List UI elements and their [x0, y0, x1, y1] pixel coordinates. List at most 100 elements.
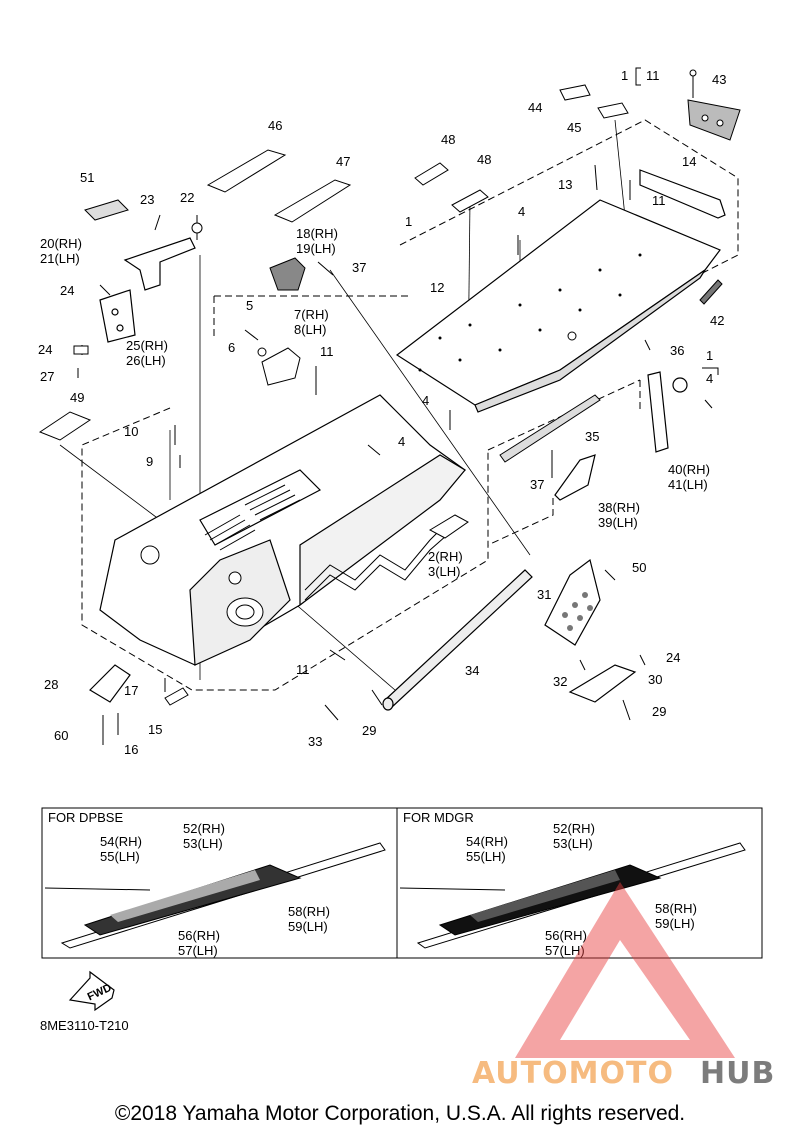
callout-20: 20(RH) — [40, 236, 82, 251]
callout-5: 5 — [246, 298, 253, 313]
callout-6: 6 — [228, 340, 235, 355]
part-28 — [89, 664, 131, 703]
callout-4: 4 — [518, 204, 525, 219]
footrest-31 — [544, 558, 601, 646]
callout-36: 36 — [670, 343, 684, 358]
callout-1: 1 — [706, 348, 713, 363]
label-55: 55(LH) — [100, 849, 140, 864]
label-54: 54(RH) — [100, 834, 142, 849]
watermark-logo: AUTOMOTO HUB — [472, 882, 775, 1091]
callout-30: 30 — [648, 672, 662, 687]
callout-labels: 1 11 43 44 45 46 47 48 48 51 23 22 20(RH… — [38, 68, 726, 757]
callout-47: 47 — [336, 154, 350, 169]
label-59: 59(LH) — [655, 916, 695, 931]
label-56: 56(RH) — [178, 928, 220, 943]
tube-34 — [382, 569, 533, 711]
callout-35: 35 — [585, 429, 599, 444]
group-brackets — [635, 67, 719, 375]
label-53: 53(LH) — [553, 836, 593, 851]
sticker-44 — [559, 84, 591, 101]
label-56: 56(RH) — [545, 928, 587, 943]
box-title-mdgr: FOR MDGR — [403, 810, 474, 825]
callout-11: 11 — [296, 662, 310, 677]
callout-40: 40(RH) — [668, 462, 710, 477]
callout-1: 1 — [621, 68, 628, 83]
callout-24: 24 — [38, 342, 52, 357]
callout-25: 25(RH) — [126, 338, 168, 353]
label-58: 58(RH) — [288, 904, 330, 919]
tunnel-chassis — [99, 394, 466, 666]
callout-28: 28 — [44, 677, 58, 692]
part-7-8 — [261, 347, 301, 386]
callout-33: 29 — [362, 723, 376, 738]
pad-48a — [414, 162, 449, 186]
bracket-20-21 — [123, 237, 196, 291]
callout-13: 13 — [558, 177, 572, 192]
label-55: 55(LH) — [466, 849, 506, 864]
part-51 — [84, 199, 129, 221]
label-54: 54(RH) — [466, 834, 508, 849]
watermark-text-hub: HUB — [700, 1056, 775, 1091]
callout-26: 26(LH) — [126, 353, 166, 368]
callout-17: 17 — [124, 683, 138, 698]
callout-27: 27 — [40, 369, 54, 384]
callout-60: 16 — [124, 742, 138, 757]
callout-7: 7(RH) — [294, 307, 329, 322]
diagram-code: 8ME3110-T210 — [40, 1018, 129, 1033]
callout-18: 18(RH) — [296, 226, 338, 241]
callout-44: 44 — [528, 100, 542, 115]
plate-49 — [38, 411, 92, 441]
deck-holes — [418, 253, 642, 372]
callout-2: 2(RH) — [428, 549, 463, 564]
stay-40-41 — [647, 371, 688, 453]
callout-11: 11 — [320, 344, 334, 359]
copyright: ©2018 Yamaha Motor Corporation, U.S.A. A… — [114, 1102, 686, 1125]
part-38-39 — [554, 454, 596, 501]
callout-32: 32 — [553, 674, 567, 689]
label-52: 52(RH) — [553, 821, 595, 836]
callout-48: 48 — [441, 132, 455, 147]
callout-45: 45 — [567, 120, 581, 135]
callout-24: 24 — [666, 650, 680, 665]
part-18-19 — [269, 257, 306, 291]
part-43 — [687, 99, 741, 141]
callout-4: 4 — [706, 371, 713, 386]
callout-48: 48 — [477, 152, 491, 167]
callout-38: 38(RH) — [598, 500, 640, 515]
callout-31: 31 — [537, 587, 551, 602]
callout-11: 11 — [652, 193, 666, 208]
callout-50: 50 — [632, 560, 646, 575]
callout-39: 39(LH) — [598, 515, 638, 530]
tunnel-side-cutouts — [140, 545, 264, 627]
part-15 — [164, 687, 189, 706]
callout-42: 42 — [710, 313, 724, 328]
callout-16: 33 — [308, 734, 322, 749]
bracket-25-26 — [99, 289, 136, 343]
callout-4: 4 — [398, 434, 405, 449]
callout-22: 22 — [180, 190, 194, 205]
callout-43: 43 — [712, 72, 726, 87]
watermark-text-automoto: AUTOMOTO — [472, 1056, 674, 1091]
callout-51: 51 — [80, 170, 94, 185]
plate-46 — [206, 149, 287, 193]
callout-9: 9 — [146, 454, 153, 469]
callout-49: 49 — [70, 390, 84, 405]
callout-29: 60 — [54, 728, 68, 743]
box-title-dpbse: FOR DPBSE — [48, 810, 123, 825]
tunnel-bracing — [304, 519, 456, 601]
label-53: 53(LH) — [183, 836, 223, 851]
callout-14: 14 — [682, 154, 696, 169]
footrest-holes — [562, 592, 593, 631]
label-52: 52(RH) — [183, 821, 225, 836]
part-2-3 — [428, 514, 469, 539]
label-57: 57(LH) — [545, 943, 585, 958]
callout-34: 34 — [465, 663, 479, 678]
sticker-45 — [597, 102, 629, 119]
label-59: 59(LH) — [288, 919, 328, 934]
callout-24: 24 — [60, 283, 74, 298]
part-30 — [568, 664, 637, 703]
deck-plate — [395, 199, 721, 413]
callout-10: 10 — [124, 424, 138, 439]
callout-23: 23 — [140, 192, 154, 207]
